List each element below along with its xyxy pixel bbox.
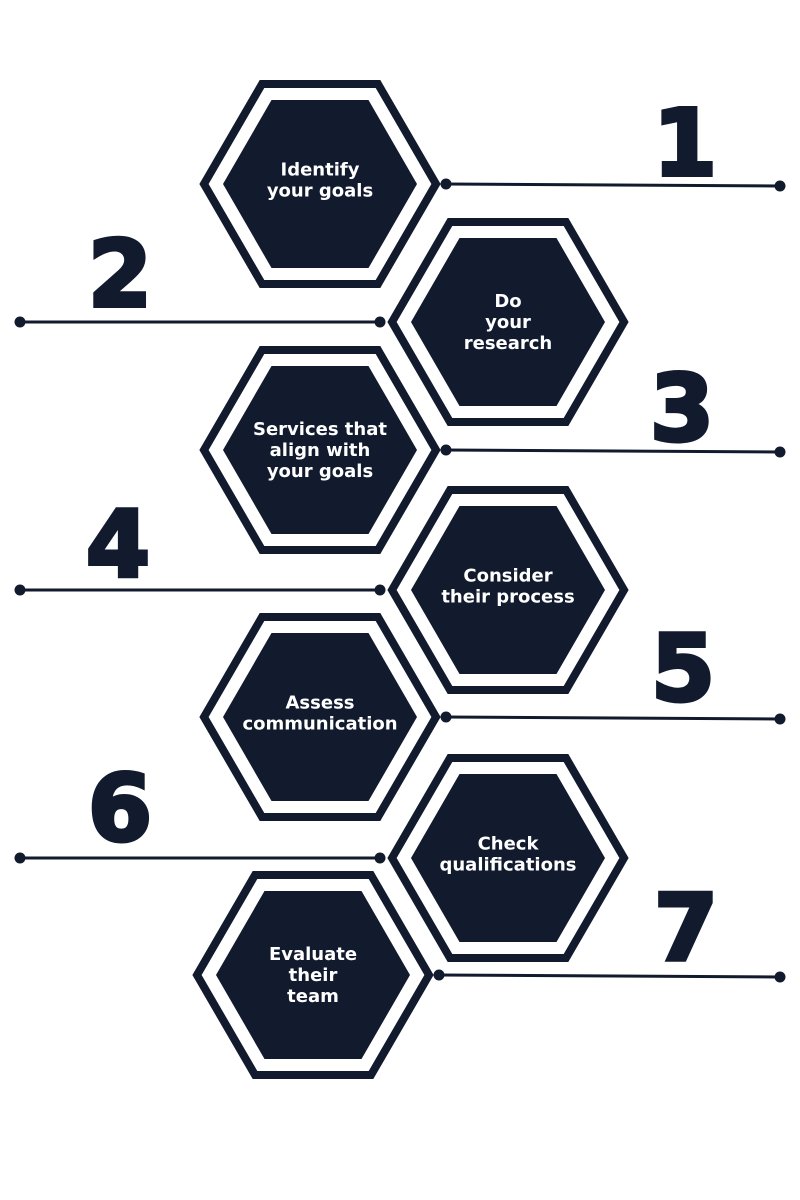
connector-line: [438, 973, 781, 979]
step-label-line: Assess: [286, 693, 355, 714]
hexagon-fill: [411, 238, 605, 406]
step-label-line: research: [464, 333, 553, 354]
connector-dot: [374, 316, 386, 328]
hexagon-fill: [411, 774, 605, 942]
hexagon-fill: [223, 633, 417, 801]
connector-line: [445, 182, 781, 188]
connector-dot: [774, 446, 786, 458]
step-number: 5: [651, 615, 715, 722]
connector-dot: [14, 852, 26, 864]
step-label-line: Services that: [253, 419, 387, 440]
hexagon-fill: [223, 366, 417, 534]
step-label-line: align with: [270, 440, 371, 461]
connector-dot: [14, 584, 26, 596]
step-number: 1: [653, 90, 717, 197]
connector-dot: [774, 971, 786, 983]
connector-dot: [774, 180, 786, 192]
step-label-line: Check: [478, 834, 540, 855]
step-label-line: Identify: [281, 160, 360, 181]
step-number: 7: [654, 875, 718, 982]
step-label-line: your: [485, 312, 531, 333]
step-label-line: Evaluate: [269, 944, 357, 965]
connector-line: [445, 448, 781, 454]
hexagon-fill: [223, 100, 417, 268]
hexagon-fill: [216, 891, 410, 1059]
hexagon-fill: [411, 506, 605, 674]
step-label-line: your goals: [267, 461, 373, 482]
step-label-line: communication: [242, 714, 397, 735]
connector-line: [445, 715, 781, 721]
step-number: 4: [86, 491, 150, 598]
step-number: 2: [88, 221, 152, 328]
step-label-line: their process: [441, 587, 574, 608]
connector-dot: [774, 713, 786, 725]
step-label-line: qualifications: [439, 855, 576, 876]
step-number: 6: [88, 755, 152, 862]
connector-dot: [440, 444, 452, 456]
connector-dot: [440, 178, 452, 190]
step-label-line: their: [289, 965, 338, 986]
step-label-line: Consider: [463, 566, 552, 587]
step-label-line: your goals: [267, 181, 373, 202]
step-label-line: team: [287, 986, 339, 1007]
connector-dot: [374, 852, 386, 864]
step-number: 3: [650, 355, 714, 462]
connector-dot: [440, 711, 452, 723]
connector-dot: [14, 316, 26, 328]
step-label-line: Do: [494, 291, 521, 312]
connector-dot: [433, 969, 445, 981]
connector-dot: [374, 584, 386, 596]
